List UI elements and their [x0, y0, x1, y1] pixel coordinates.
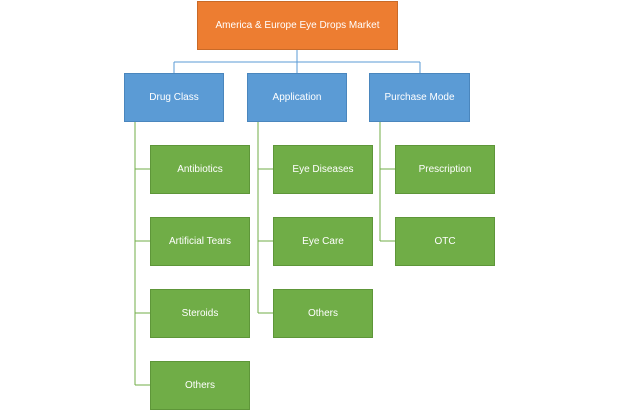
leaf-drug-class-others: Others	[150, 361, 250, 410]
category-drug-class: Drug Class	[124, 73, 224, 122]
purchase-mode-connector	[379, 122, 395, 242]
application-connector	[257, 122, 273, 314]
root-node: America & Europe Eye Drops Market	[197, 1, 398, 50]
leaf-prescription: Prescription	[395, 145, 495, 194]
leaf-otc: OTC	[395, 217, 495, 266]
drug-class-connector	[134, 122, 150, 386]
category-purchase-mode: Purchase Mode	[369, 73, 470, 122]
leaf-eye-diseases: Eye Diseases	[273, 145, 373, 194]
leaf-antibiotics: Antibiotics	[150, 145, 250, 194]
leaf-artificial-tears: Artificial Tears	[150, 217, 250, 266]
leaf-eye-care: Eye Care	[273, 217, 373, 266]
leaf-application-others: Others	[273, 289, 373, 338]
root-connector	[173, 50, 421, 73]
category-application: Application	[247, 73, 347, 122]
leaf-steroids: Steroids	[150, 289, 250, 338]
